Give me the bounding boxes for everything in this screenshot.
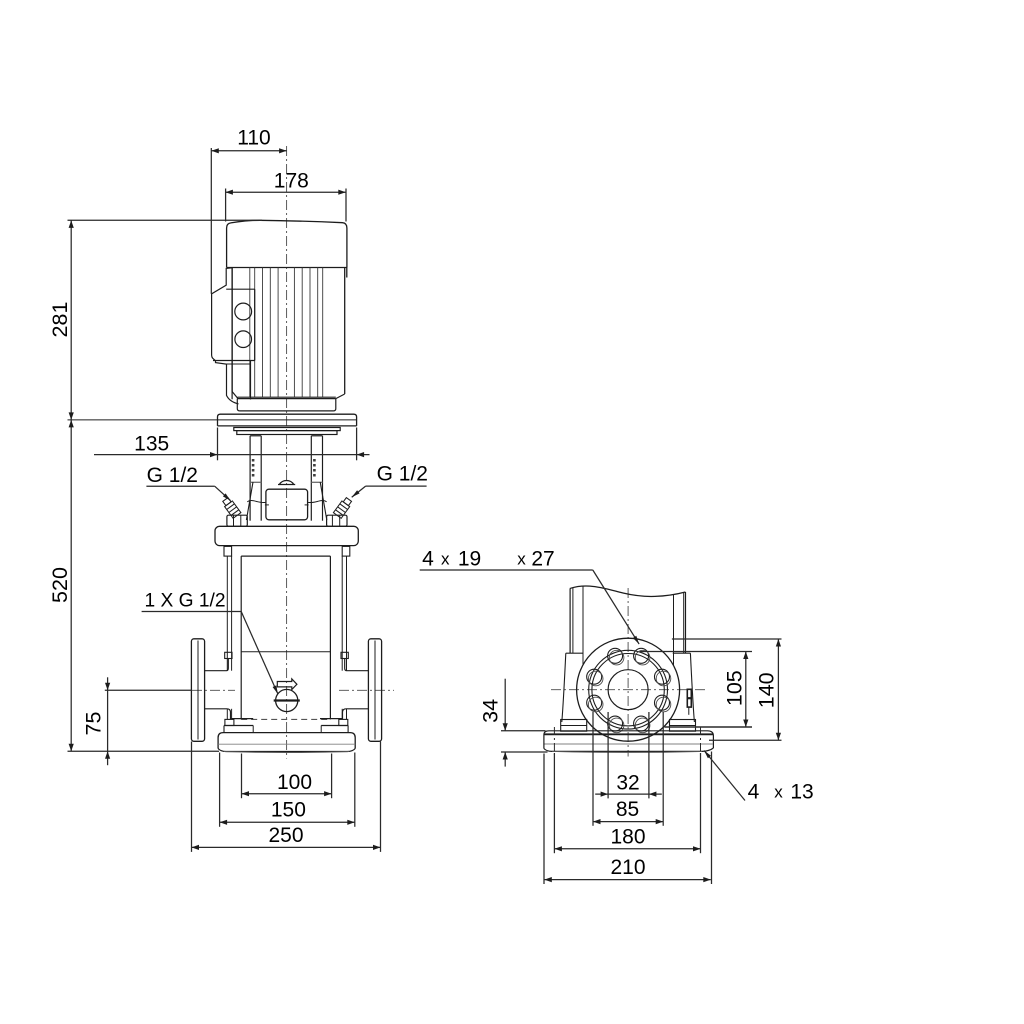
svg-text:178: 178 — [274, 170, 309, 193]
svg-text:x: x — [774, 782, 783, 801]
svg-text:250: 250 — [268, 824, 303, 847]
svg-text:85: 85 — [616, 798, 639, 821]
svg-text:34: 34 — [478, 699, 502, 723]
svg-text:180: 180 — [610, 826, 645, 849]
svg-text:x: x — [517, 550, 526, 569]
svg-text:135: 135 — [134, 433, 169, 456]
svg-text:G 1/2: G 1/2 — [147, 464, 198, 487]
svg-text:75: 75 — [81, 712, 105, 736]
svg-text:210: 210 — [610, 856, 645, 879]
svg-text:13: 13 — [790, 780, 813, 803]
svg-text:4: 4 — [422, 548, 434, 571]
svg-text:32: 32 — [616, 772, 639, 795]
svg-text:100: 100 — [277, 771, 312, 794]
svg-text:520: 520 — [48, 567, 72, 603]
svg-text:281: 281 — [48, 302, 72, 338]
svg-text:105: 105 — [722, 670, 746, 706]
svg-text:140: 140 — [755, 672, 779, 708]
svg-text:150: 150 — [271, 798, 306, 821]
svg-text:1 X G 1/2: 1 X G 1/2 — [144, 591, 225, 612]
svg-text:4: 4 — [748, 780, 760, 803]
svg-text:19: 19 — [458, 548, 481, 571]
svg-text:27: 27 — [531, 548, 554, 571]
svg-text:G 1/2: G 1/2 — [377, 462, 428, 485]
svg-text:110: 110 — [237, 127, 270, 150]
svg-text:x: x — [441, 550, 450, 569]
